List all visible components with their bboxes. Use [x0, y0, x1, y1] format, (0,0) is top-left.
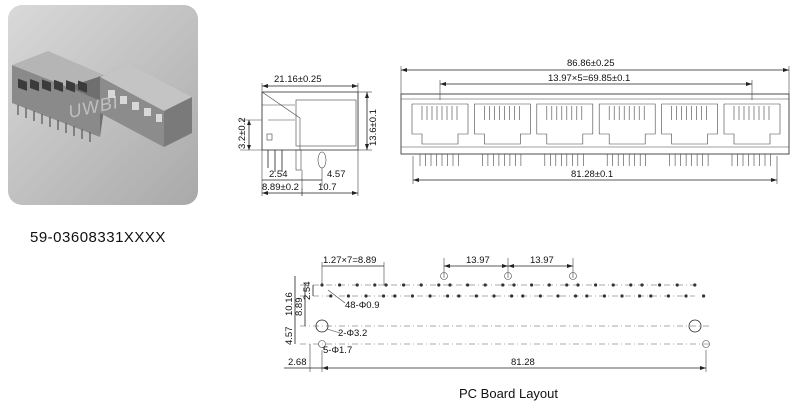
pcb-signal-hole [521, 294, 525, 298]
pcb-signal-hole [547, 283, 551, 287]
pcb-signal-hole [382, 294, 386, 298]
pcb-signal-hole [457, 294, 461, 298]
pcb-signal-hole [393, 294, 397, 298]
side-width-dim: 21.16±0.25 [274, 74, 321, 85]
front-view: 86.86±0.25 13.97×5=69.85±0.1 81.28±0.1 [400, 58, 790, 184]
pcb-signal-hole [629, 283, 633, 287]
pcb-signal-hole [702, 294, 706, 298]
side-bottom-right-dim: 10.7 [318, 182, 337, 193]
pcb-signal-hole [594, 283, 598, 287]
connector-image-left [12, 51, 104, 142]
pcb-v2-dim: 8.89 [294, 298, 305, 317]
pcb-hole-c-note: 5-Φ1.7 [323, 345, 352, 356]
pcb-pitch-small-dim: 1.27×7=8.89 [323, 255, 376, 266]
front-bottom-dim: 81.28±0.1 [571, 169, 613, 180]
side-height-dim: 13.6±0.1 [368, 109, 379, 146]
rj45-port [536, 103, 594, 145]
pcb-signal-hole [638, 294, 642, 298]
pcb-signal-hole [512, 283, 516, 287]
pcb-signal-hole [693, 283, 697, 287]
pcb-signal-hole [474, 294, 478, 298]
pcb-signal-hole [338, 283, 342, 287]
pcb-signal-hole [574, 294, 578, 298]
rj45-port [598, 103, 656, 145]
pcb-hole-b-note: 2-Φ3.2 [338, 328, 367, 339]
pcb-signal-hole [611, 283, 615, 287]
pcb-signal-hole [466, 283, 470, 287]
pcb-signal-hole [684, 294, 688, 298]
pcb-v3-dim: 2.54 [302, 282, 313, 301]
pcb-signal-hole [448, 283, 452, 287]
pcb-signal-hole [675, 283, 679, 287]
side-bottom-left-dim: 8.89±0.2 [262, 182, 299, 193]
pcb-signal-hole [649, 294, 653, 298]
side-offset-dim: 4.57 [327, 169, 346, 180]
pcb-signal-hole [556, 294, 560, 298]
pcb-pitch-b-dim: 13.97 [530, 255, 554, 266]
pcb-signal-hole [410, 294, 414, 298]
pcb-signal-hole [640, 283, 644, 287]
side-pin-gap-dim: 2.54 [269, 169, 288, 180]
pcb-layout-caption: PC Board Layout [459, 386, 559, 401]
pcb-signal-hole [373, 283, 377, 287]
product-photo: UWBI [8, 5, 198, 205]
pcb-signal-hole [602, 294, 607, 298]
pcb-signal-hole [658, 283, 662, 287]
pcb-signal-hole [501, 283, 505, 287]
pcb-signal-hole [510, 294, 514, 298]
pcb-signal-hole [320, 283, 324, 287]
pcb-signal-hole [585, 294, 589, 298]
pcb-signal-hole [483, 283, 487, 287]
rj45-port [474, 103, 531, 145]
pcb-signal-hole [428, 294, 432, 298]
pcb-pitch-a-dim: 13.97 [466, 255, 490, 266]
pcb-hole-a-note: 48-Φ0.9 [345, 300, 380, 311]
pcb-signal-hole [384, 283, 388, 287]
pcb-v1-dim: 10.16 [284, 292, 295, 316]
rj45-port [723, 103, 781, 145]
pcb-signal-hole [355, 283, 359, 287]
front-pitch-dim: 13.97×5=69.85±0.1 [548, 73, 630, 84]
part-number: 59-03608331XXXX [30, 229, 166, 246]
pcb-signal-hole [620, 294, 624, 298]
pcb-signal-hole [419, 283, 423, 287]
side-left-height-dim: 3.2±0.2 [237, 117, 248, 149]
pcb-signal-hole [364, 294, 368, 298]
side-view: 21.16±0.25 13.6±0.1 3.2±0.2 2.54 4.57 8.… [237, 74, 379, 196]
pcb-signal-hole [538, 294, 543, 298]
pcb-v4-dim: 4.57 [284, 327, 295, 346]
pcb-layout: 1.27×7=8.89 13.97 13.97 10.16 8.89 2.54 … [284, 255, 712, 372]
pcb-signal-hole [565, 283, 569, 287]
rj45-port [411, 103, 469, 145]
pcb-signal-hole [437, 283, 441, 287]
pcb-left-dim: 2.68 [288, 357, 307, 368]
pcb-signal-hole [446, 294, 450, 298]
pcb-signal-hole [530, 283, 534, 287]
pcb-signal-hole [666, 294, 671, 298]
pcb-signal-hole [402, 283, 406, 287]
rj45-port [661, 103, 718, 145]
connector-image-right [100, 63, 192, 147]
pcb-width-dim: 81.28 [511, 357, 535, 368]
pcb-signal-hole [346, 294, 350, 298]
front-total-width-dim: 86.86±0.25 [567, 58, 614, 69]
pcb-signal-hole [576, 283, 580, 287]
pcb-signal-hole [329, 294, 333, 298]
pcb-signal-hole [492, 294, 496, 298]
